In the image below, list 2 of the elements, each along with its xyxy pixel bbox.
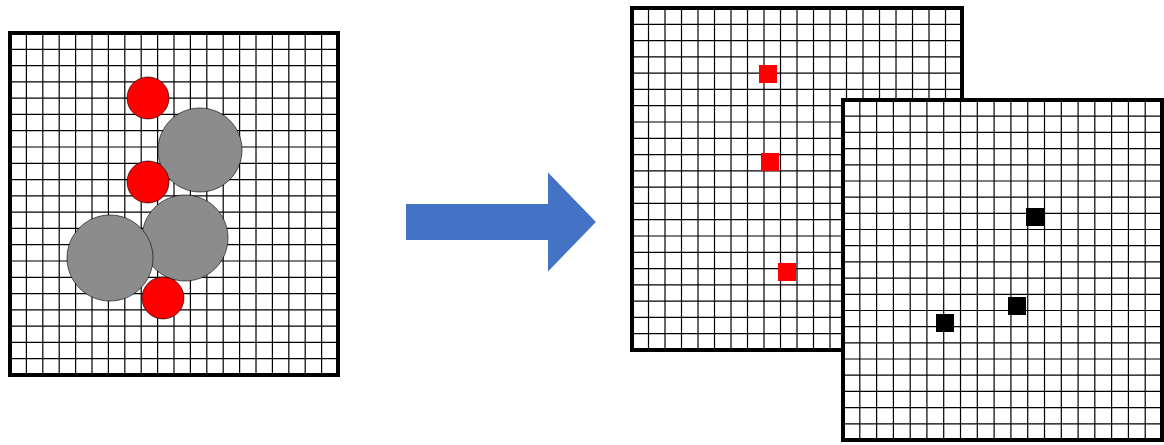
grid-drawing bbox=[8, 31, 340, 377]
grid-drawing bbox=[841, 98, 1164, 442]
